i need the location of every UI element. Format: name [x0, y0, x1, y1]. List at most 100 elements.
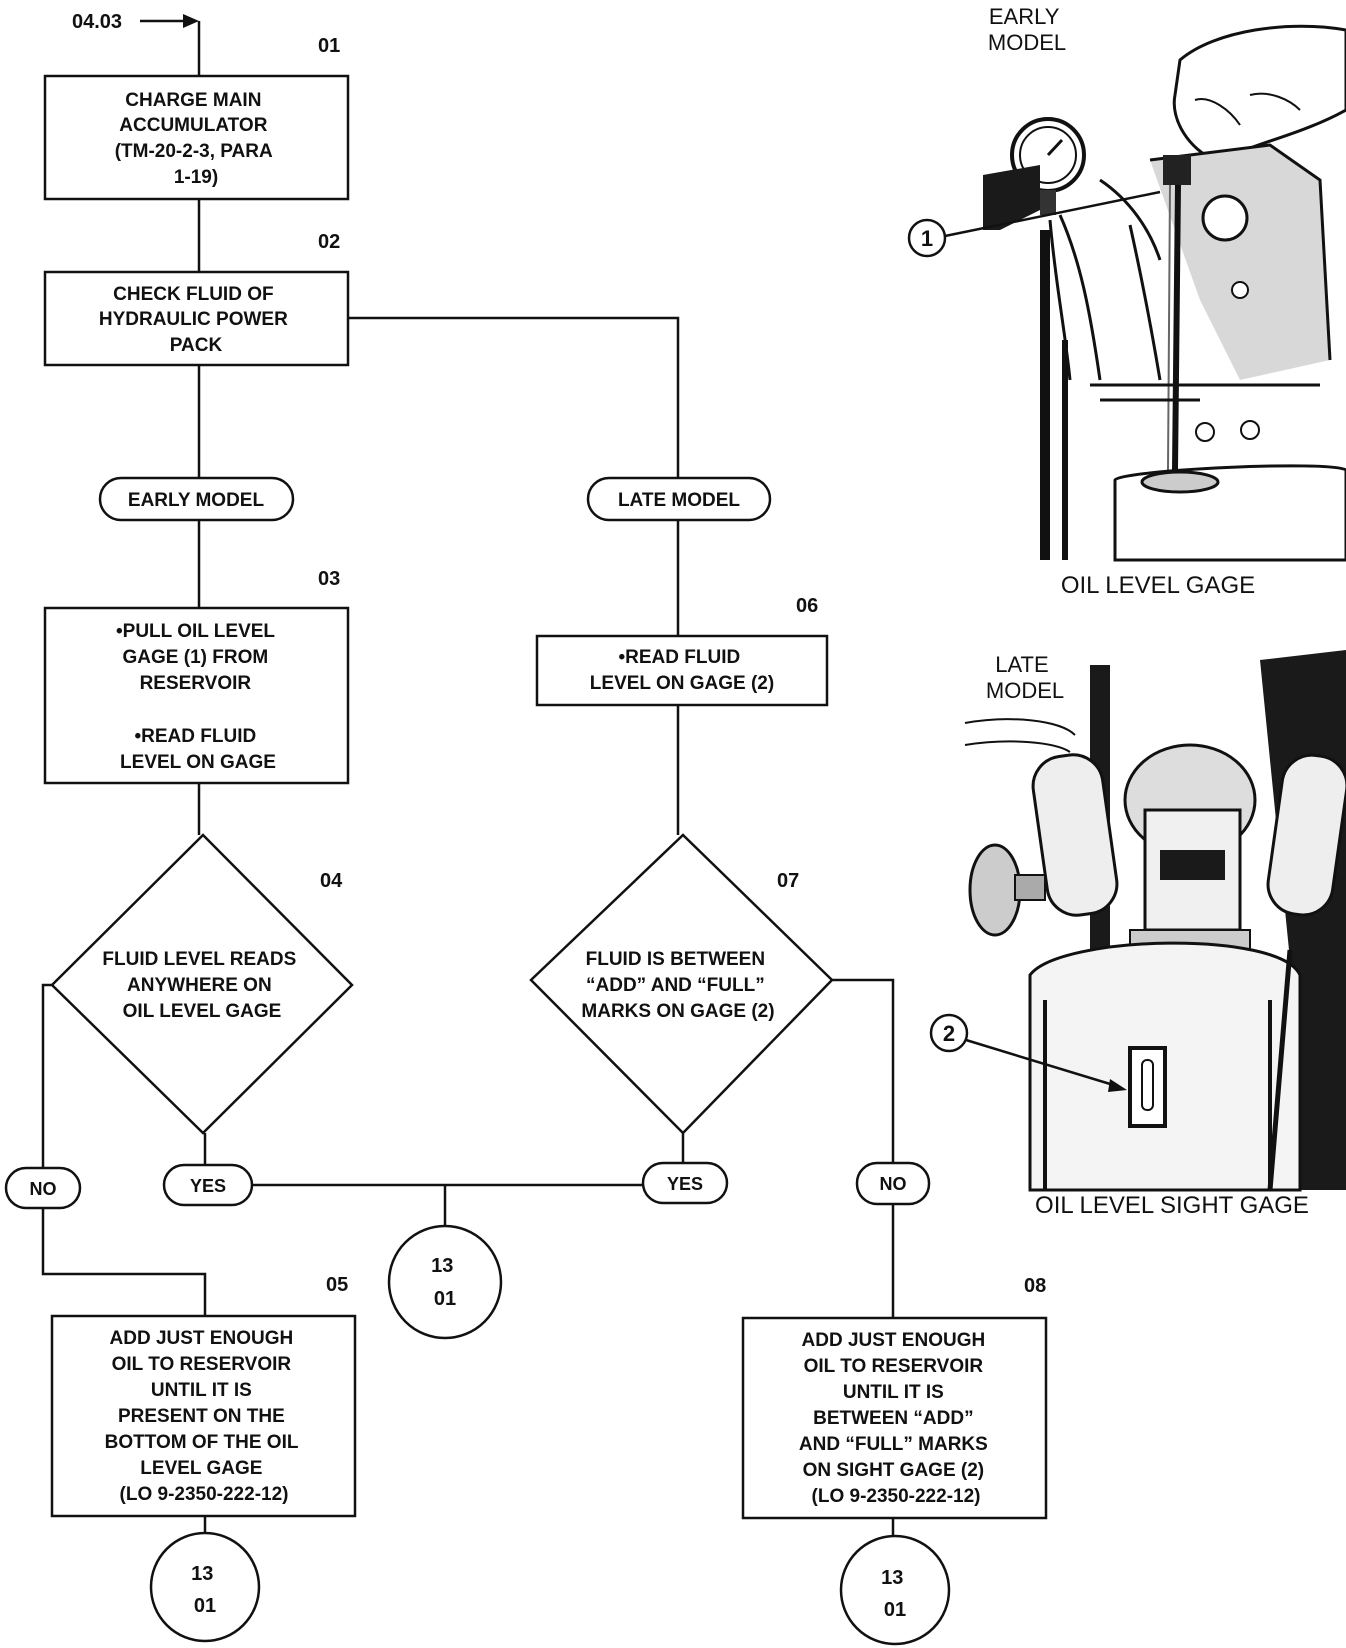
yes-right-terminal: YES: [641, 1161, 729, 1205]
step-06-box: 06 •READ FLUID LEVEL ON GAGE (2): [535, 595, 829, 707]
svg-text:13 01: 13 01: [431, 1255, 459, 1310]
sight-gage-drawing: [964, 650, 1346, 1192]
step-04-line-3: OIL LEVEL GAGE: [123, 1001, 282, 1022]
flow-lines: [41, 14, 895, 1536]
svg-text:FLUID IS BETWEEN “ADD” A: FLUID IS BETWEEN “ADD” AND “FULL” MARKS …: [581, 949, 774, 1022]
svg-text:13 01: 13 01: [881, 1567, 909, 1621]
callout-2: 2: [929, 1013, 1127, 1092]
step-07-line-1: FLUID IS BETWEEN: [586, 949, 765, 970]
step-03-line-3: RESERVOIR: [140, 673, 252, 694]
step-02-number: 02: [318, 231, 340, 253]
connector-right-line-2: 01: [884, 1599, 906, 1621]
step-03-line-6: LEVEL ON GAGE: [120, 752, 276, 773]
step-03-line-1: •PULL OIL LEVEL: [116, 621, 275, 642]
connector-right-line-1: 13: [881, 1567, 903, 1589]
connector-left-line-2: 01: [194, 1595, 216, 1617]
svg-text:LATE MODEL: LATE MODEL: [986, 652, 1064, 703]
step-03-number: 03: [318, 568, 340, 590]
no-right-terminal: NO: [855, 1161, 931, 1206]
step-05-line-2: OIL TO RESERVOIR: [112, 1354, 292, 1375]
connector-13-01-middle: 13 01: [387, 1224, 503, 1340]
step-08-line-3: UNTIL IT IS: [843, 1382, 944, 1403]
step-08-line-2: OIL TO RESERVOIR: [804, 1356, 984, 1377]
callout-1: 1: [907, 190, 1161, 258]
step-03-box: 03 •PULL OIL LEVEL GAGE (1) FROM RESERVO…: [43, 568, 350, 785]
step-07-line-2: “ADD” AND “FULL”: [586, 975, 765, 996]
svg-text:EARLY MODEL: EARLY MODEL: [988, 4, 1066, 55]
step-06-line-1: •READ FLUID: [619, 647, 741, 668]
step-05-box: 05 ADD JUST ENOUGH OIL TO RESERVOIR UNTI…: [50, 1274, 357, 1518]
early-heading-line-1: EARLY: [989, 4, 1060, 29]
svg-text:13 01: 13 01: [191, 1563, 219, 1617]
early-model-terminal: EARLY MODEL: [98, 476, 295, 522]
early-model-illustration: EARLY MODEL: [907, 4, 1346, 599]
svg-text:•READ FLUID LEVEL ON GAG: •READ FLUID LEVEL ON GAGE (2): [590, 647, 774, 694]
step-07-number: 07: [777, 870, 799, 892]
step-08-line-7: (LO 9-2350-222-12): [812, 1486, 981, 1507]
step-02-box: 02 CHECK FLUID OF HYDRAULIC POWER PACK: [43, 231, 350, 367]
step-02-line-2: HYDRAULIC POWER: [99, 309, 288, 330]
step-06-line-2: LEVEL ON GAGE (2): [590, 673, 774, 694]
step-08-line-5: AND “FULL” MARKS: [799, 1434, 988, 1455]
early-model-label: EARLY MODEL: [128, 490, 265, 511]
step-01-line-4: 1-19): [174, 167, 218, 188]
svg-text:CHECK FLUID OF HYDRAULIC: CHECK FLUID OF HYDRAULIC POWER PACK: [99, 284, 293, 356]
step-06-number: 06: [796, 595, 818, 617]
step-05-line-7: (LO 9-2350-222-12): [120, 1484, 289, 1505]
late-caption: OIL LEVEL SIGHT GAGE: [1035, 1192, 1309, 1219]
step-01-number: 01: [318, 35, 340, 57]
step-08-line-6: ON SIGHT GAGE (2): [803, 1460, 985, 1481]
step-05-number: 05: [326, 1274, 348, 1296]
step-04-line-1: FLUID LEVEL READS: [102, 949, 296, 970]
step-08-line-1: ADD JUST ENOUGH: [802, 1330, 986, 1351]
svg-text:CHARGE MAIN ACCUMULATOR: CHARGE MAIN ACCUMULATOR (TM-20-2-3, PARA…: [115, 90, 278, 188]
step-01-line-2: ACCUMULATOR: [119, 115, 267, 136]
connector-left-line-1: 13: [191, 1563, 213, 1585]
step-04-decision: 04 FLUID LEVEL READS ANYWHERE ON OIL LEV…: [50, 833, 354, 1135]
step-05-line-1: ADD JUST ENOUGH: [110, 1328, 294, 1349]
yes-left-label: YES: [190, 1176, 226, 1196]
late-heading-line-1: LATE: [995, 652, 1048, 677]
step-05-line-6: LEVEL GAGE: [140, 1458, 262, 1479]
svg-text:•PULL OIL LEVEL GAGE (1): •PULL OIL LEVEL GAGE (1) FROM RESERVOIR …: [116, 621, 280, 773]
step-08-line-4: BETWEEN “ADD”: [813, 1408, 973, 1429]
late-model-label: LATE MODEL: [618, 490, 740, 511]
no-left-label: NO: [30, 1179, 57, 1199]
svg-text:ADD JUST ENOUGH OIL TO R: ADD JUST ENOUGH OIL TO RESERVOIR UNTIL I…: [105, 1328, 304, 1505]
step-01-line-1: CHARGE MAIN: [125, 90, 261, 111]
step-05-line-4: PRESENT ON THE: [118, 1406, 285, 1427]
svg-text:FLUID LEVEL READS ANYWHE: FLUID LEVEL READS ANYWHERE ON OIL LEVEL …: [102, 949, 301, 1022]
step-05-line-3: UNTIL IT IS: [151, 1380, 252, 1401]
no-left-terminal: NO: [4, 1166, 82, 1210]
callout-1-number: 1: [921, 226, 933, 251]
early-heading-line-2: MODEL: [988, 30, 1066, 55]
late-heading-line-2: MODEL: [986, 678, 1064, 703]
callout-2-number: 2: [943, 1021, 955, 1046]
connector-13-01-left: 13 01: [149, 1531, 261, 1643]
step-07-line-3: MARKS ON GAGE (2): [581, 1001, 774, 1022]
yes-right-label: YES: [667, 1174, 703, 1194]
late-model-illustration: LATE MODEL: [929, 650, 1346, 1219]
step-08-box: 08 ADD JUST ENOUGH OIL TO RESERVOIR UNTI…: [741, 1275, 1048, 1520]
step-03-line-5: •READ FLUID: [135, 726, 257, 747]
step-08-number: 08: [1024, 1275, 1046, 1297]
entry-reference: 04.03: [72, 11, 122, 33]
connector-13-01-right: 13 01: [839, 1534, 951, 1646]
svg-text:ADD JUST ENOUGH OIL TO R: ADD JUST ENOUGH OIL TO RESERVOIR UNTIL I…: [799, 1330, 993, 1507]
step-05-line-5: BOTTOM OF THE OIL: [105, 1432, 299, 1453]
connector-middle-line-2: 01: [434, 1288, 456, 1310]
step-07-decision: 07 FLUID IS BETWEEN “ADD” AND “FULL” MAR…: [529, 833, 834, 1135]
step-01-box: 01 CHARGE MAIN ACCUMULATOR (TM-20-2-3, P…: [43, 35, 350, 201]
connector-middle-line-1: 13: [431, 1255, 453, 1277]
step-04-number: 04: [320, 870, 343, 892]
step-02-line-3: PACK: [170, 335, 223, 356]
step-03-line-2: GAGE (1) FROM: [123, 647, 269, 668]
no-right-label: NO: [880, 1174, 907, 1194]
step-04-line-2: ANYWHERE ON: [127, 975, 272, 996]
step-02-line-1: CHECK FLUID OF: [113, 284, 273, 305]
step-01-line-3: (TM-20-2-3, PARA: [115, 141, 273, 162]
yes-left-terminal: YES: [162, 1163, 254, 1207]
oil-level-gage-drawing: [983, 24, 1346, 562]
late-model-terminal: LATE MODEL: [586, 476, 772, 522]
